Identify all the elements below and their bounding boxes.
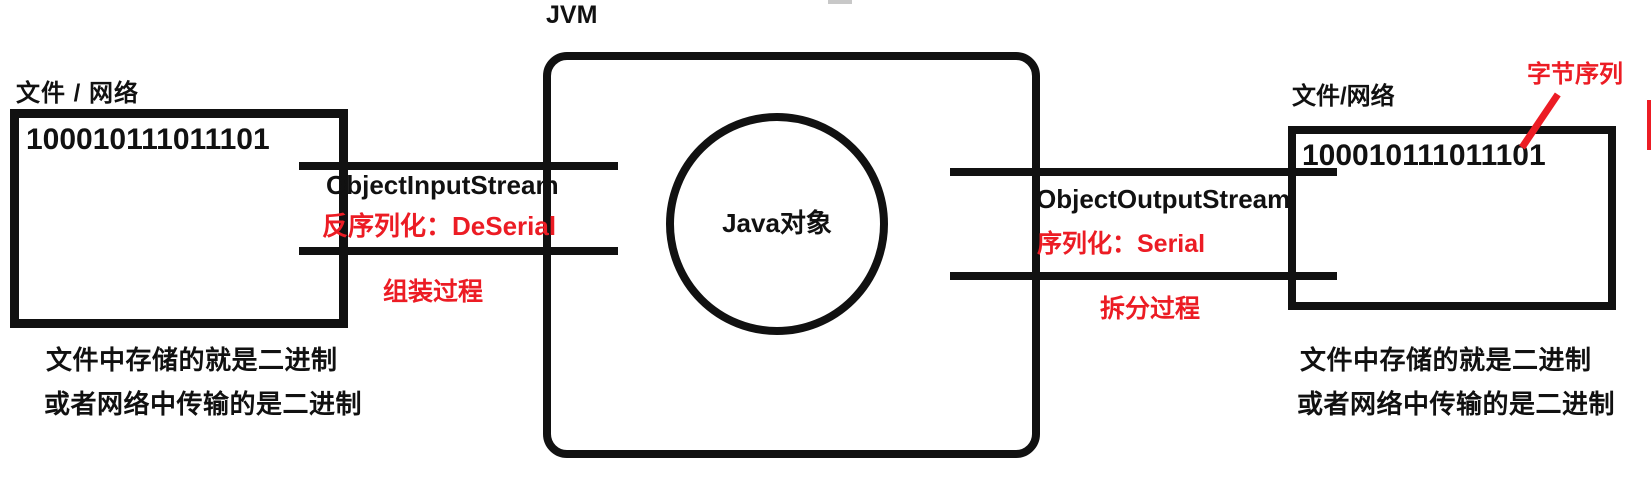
jvm-label: JVM (546, 1, 598, 29)
top-edge-artifact (828, 0, 852, 4)
jvm-box (543, 52, 1040, 458)
output-pipe-top-line (950, 168, 1337, 176)
object-input-stream-label: ObjectInputStream (326, 170, 559, 200)
object-output-stream-label: ObjectOutputStream (1036, 184, 1291, 214)
right-binary-value: 100010111011101 (1302, 139, 1546, 172)
byte-sequence-label: 字节序列 (1527, 61, 1623, 88)
java-object-label: Java对象 (722, 208, 832, 239)
left-binary-value: 100010111011101 (26, 123, 270, 156)
right-note-line1: 文件中存储的就是二进制 (1300, 345, 1592, 375)
right-note-line2: 或者网络中传输的是二进制 (1297, 389, 1616, 419)
left-file-network-box (10, 109, 348, 328)
left-note-line2: 或者网络中传输的是二进制 (44, 389, 363, 419)
split-process-label: 拆分过程 (1100, 295, 1201, 323)
left-box-title: 文件 / 网络 (16, 80, 140, 107)
right-file-network-box (1288, 126, 1616, 310)
input-pipe-bottom-line (299, 247, 618, 255)
serialization-label: 序列化：Serial (1037, 230, 1206, 258)
left-note-line1: 文件中存储的就是二进制 (46, 345, 338, 375)
deserialization-label: 反序列化：DeSerial (322, 211, 557, 241)
input-pipe-top-line (299, 162, 618, 170)
right-box-title: 文件/网络 (1292, 83, 1395, 110)
output-pipe-bottom-line (950, 272, 1337, 280)
assemble-process-label: 组装过程 (383, 278, 484, 306)
right-edge-red-artifact (1647, 100, 1651, 150)
java-object-circle: Java对象 (666, 113, 888, 335)
